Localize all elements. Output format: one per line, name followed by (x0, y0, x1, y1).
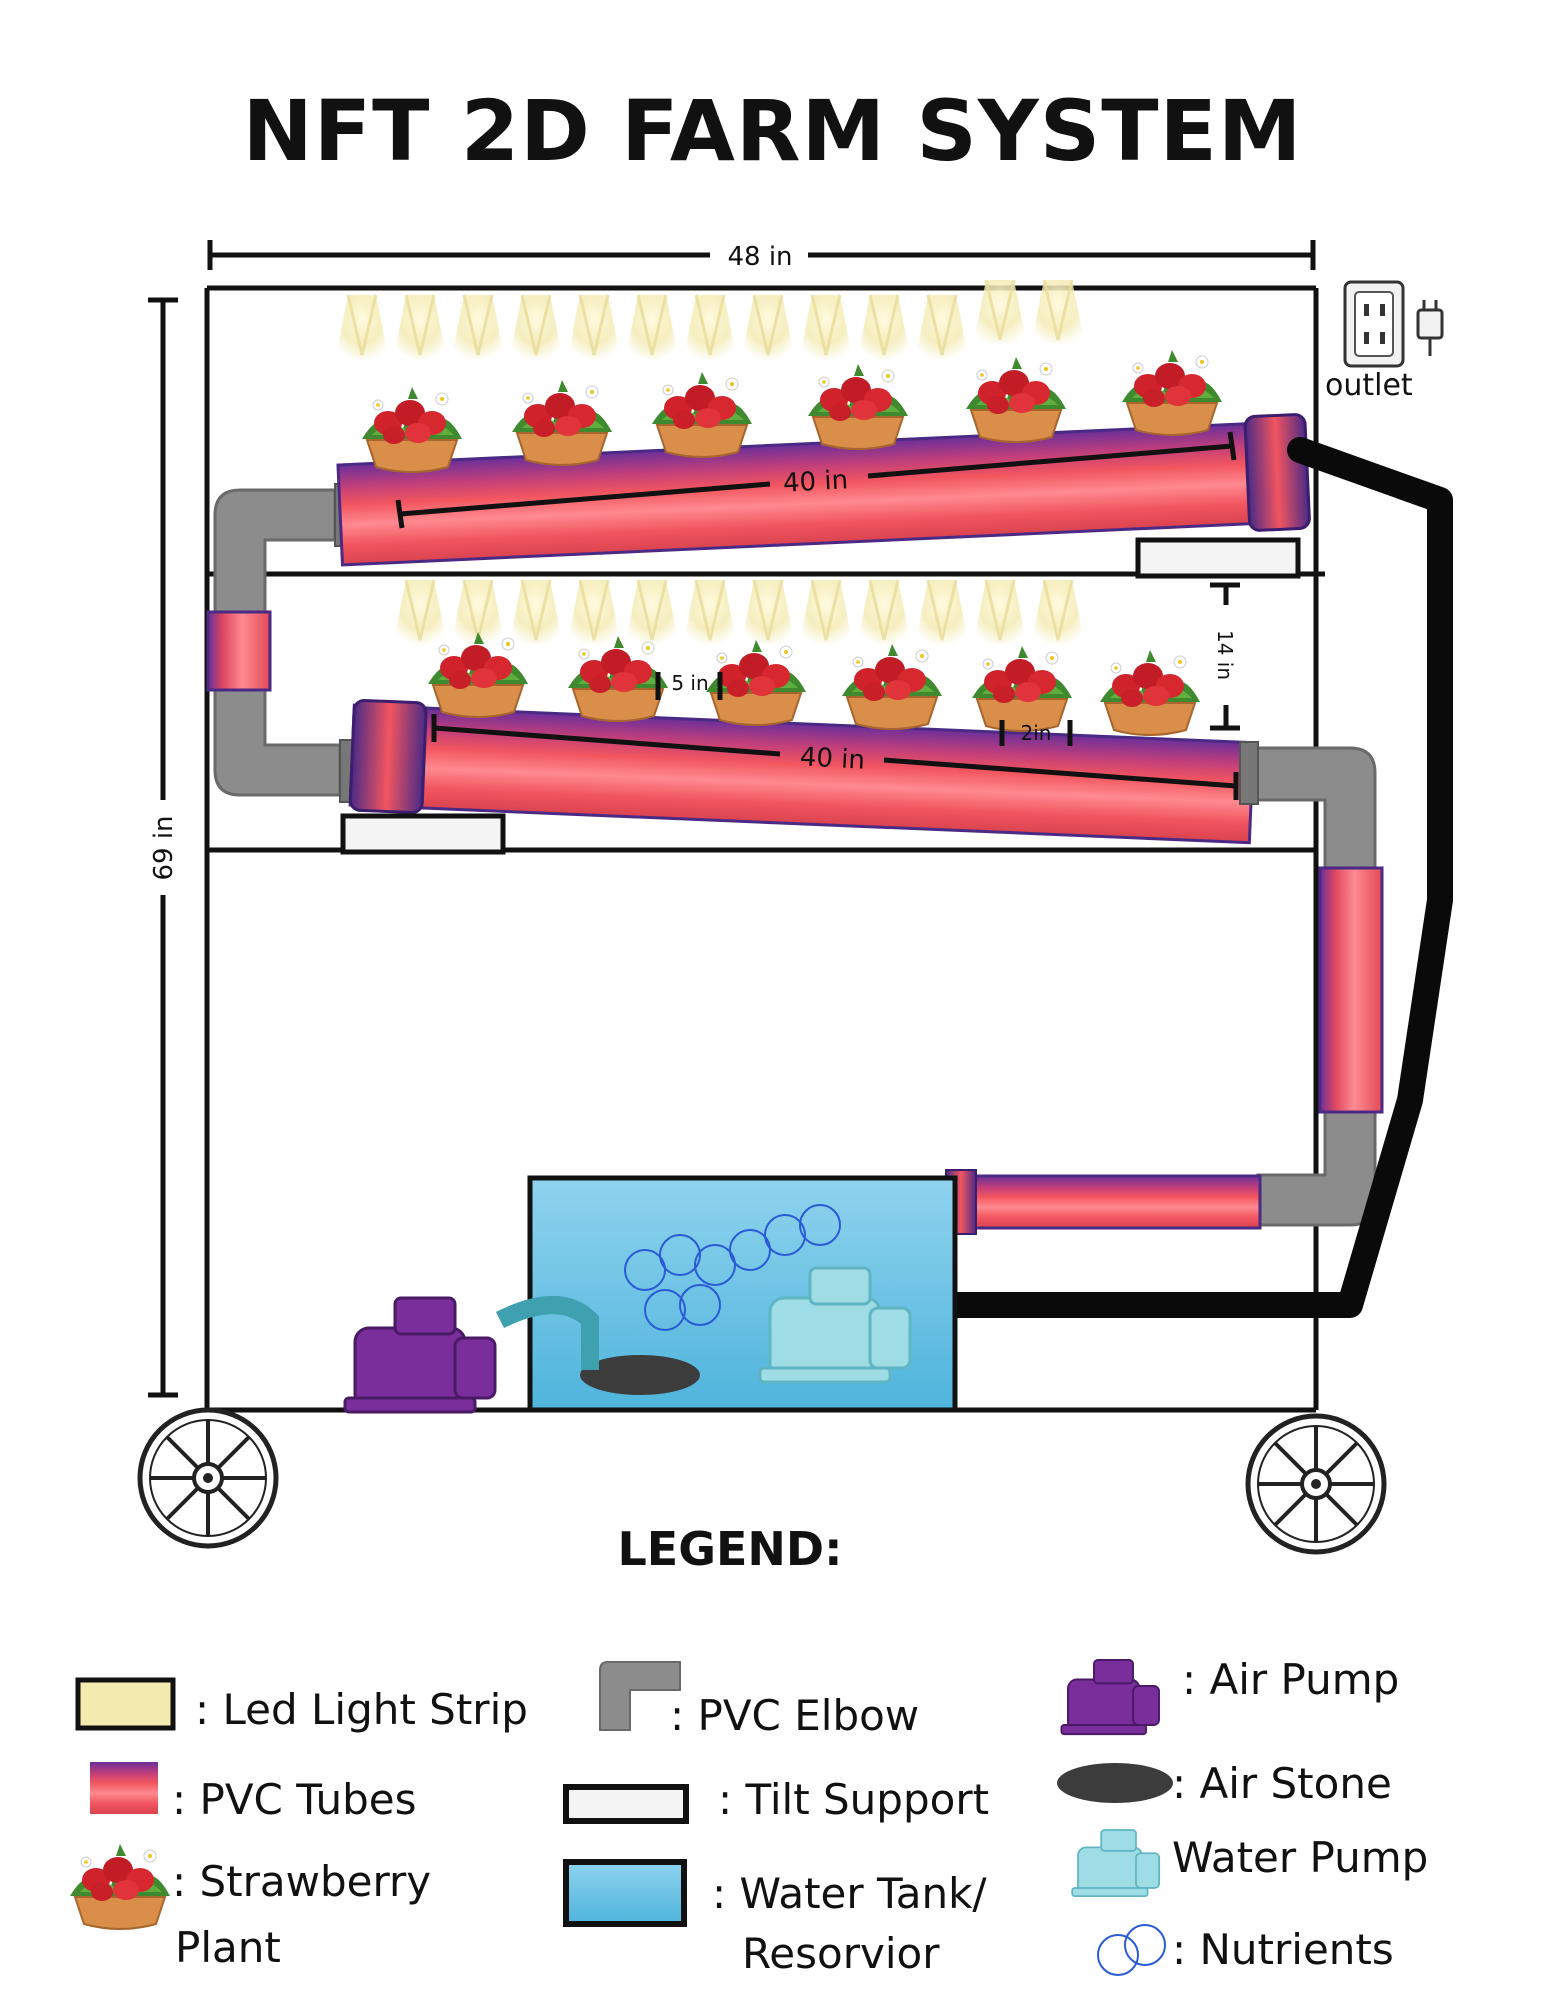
shelf-gap-label: 14 in (1213, 630, 1237, 680)
air-pump (345, 1298, 495, 1412)
legend-tank-2: Resorvior (742, 1924, 939, 1984)
tank-return-pvc (948, 1176, 1260, 1228)
upper-tube-length-label: 40 in (782, 465, 849, 498)
legend-strawberry-2: Plant (175, 1918, 281, 1978)
left-vertical-pvc (208, 612, 270, 690)
legend-tubes: : PVC Tubes (172, 1770, 417, 1830)
height-dimension: 69 in (148, 300, 179, 1395)
upper-led-strip (334, 280, 1086, 365)
width-label: 48 in (727, 242, 792, 272)
upper-tilt-support (1138, 540, 1298, 576)
plant-spacing-label: 5 in (671, 671, 708, 695)
legend-air-pump: : Air Pump (1182, 1650, 1399, 1710)
outlet-label: outlet (1325, 368, 1413, 403)
lower-led-strip (392, 580, 1086, 650)
height-label: 69 in (149, 815, 179, 880)
legend-air-stone: : Air Stone (1172, 1754, 1392, 1814)
legend-strawberry-1: : Strawberry (172, 1852, 431, 1912)
lower-tilt-support (343, 816, 503, 852)
hole-size-label: 2in (1021, 721, 1052, 745)
legend-nutrients: : Nutrients (1172, 1920, 1394, 1980)
right-vertical-pvc (1320, 868, 1382, 1112)
legend-water-pump: Water Pump (1172, 1828, 1428, 1888)
legend-title: LEGEND: (0, 1522, 1460, 1576)
legend-elbow: : PVC Elbow (670, 1686, 919, 1746)
legend-led: : Led Light Strip (195, 1680, 528, 1740)
legend-tilt: : Tilt Support (718, 1770, 989, 1830)
legend-tank-1: : Water Tank/ (712, 1864, 987, 1924)
width-dimension: 48 in (210, 240, 1313, 272)
page-title: NFT 2D FARM SYSTEM (0, 82, 1545, 180)
outlet-icon (1345, 282, 1403, 366)
lower-tube-length-label: 40 in (799, 742, 866, 775)
plug-icon (1418, 300, 1442, 356)
shelf-gap-dimension: 14 in (1210, 585, 1240, 728)
